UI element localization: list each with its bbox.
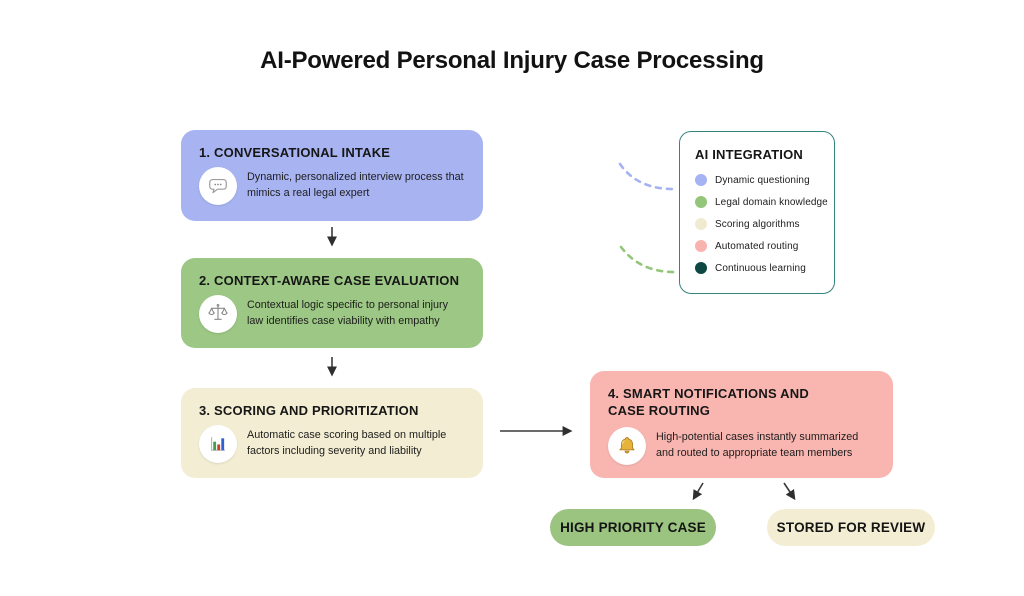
legend-dot-purple (695, 174, 707, 186)
legend-item-legal-domain-knowledge: Legal domain knowledge (695, 196, 828, 208)
arrow-step4-to-stored-review (783, 482, 796, 501)
page-title: AI-Powered Personal Injury Case Processi… (260, 47, 764, 74)
legend-label: Legal domain knowledge (715, 196, 828, 208)
step-4-heading: 4. SMART NOTIFICATIONS AND CASE ROUTING (608, 386, 809, 418)
legend-label: Dynamic questioning (715, 174, 810, 186)
step-2-description: Contextual logic specific to personal in… (247, 299, 449, 327)
bar-chart-icon (199, 425, 237, 463)
scales-icon (199, 295, 237, 333)
speech-bubble-icon (199, 167, 237, 205)
legend-dot-pink (695, 240, 707, 252)
legend-dot-green (695, 196, 707, 208)
legend-label: Scoring algorithms (715, 218, 800, 230)
step-1-heading: 1. CONVERSATIONAL INTAKE (199, 145, 391, 160)
dashed-connector-purple (618, 162, 678, 191)
step-3-heading: 3. SCORING AND PRIORITIZATION (199, 403, 419, 418)
legend-label: Automated routing (715, 240, 799, 252)
legend-label: Continuous learning (715, 262, 806, 274)
step-card-case-evaluation: 2. CONTEXT-AWARE CASE EVALUATION Context… (181, 258, 483, 348)
legend-item-scoring-algorithms: Scoring algorithms (695, 218, 822, 230)
step-card-conversational-intake: 1. CONVERSATIONAL INTAKE Dynamic, person… (181, 130, 483, 221)
step-4-description: High-potential cases instantly summarize… (656, 431, 859, 459)
legend-item-dynamic-questioning: Dynamic questioning (695, 174, 822, 186)
step-3-description: Automatic case scoring based on multiple… (247, 429, 447, 457)
legend-item-automated-routing: Automated routing (695, 240, 822, 252)
legend-item-continuous-learning: Continuous learning (695, 262, 822, 274)
legend-dot-cream (695, 218, 707, 230)
legend-dot-teal (695, 262, 707, 274)
outcome-high-priority-case: HIGH PRIORITY CASE (550, 509, 716, 546)
step-1-description: Dynamic, personalized interview process … (247, 171, 464, 199)
legend-title: AI INTEGRATION (695, 147, 803, 162)
dashed-connector-green (619, 245, 676, 274)
arrow-step4-to-high-priority (692, 482, 704, 501)
step-2-heading: 2. CONTEXT-AWARE CASE EVALUATION (199, 273, 460, 288)
ai-integration-legend: AI INTEGRATION Dynamic questioning Legal… (679, 131, 835, 294)
outcome-stored-for-review: STORED FOR REVIEW (767, 509, 935, 546)
step-card-scoring-prioritization: 3. SCORING AND PRIORITIZATION Automatic … (181, 388, 483, 478)
step-card-notifications-routing: 4. SMART NOTIFICATIONS AND CASE ROUTING … (590, 371, 893, 478)
legend-items: Dynamic questioning Legal domain knowled… (695, 174, 828, 274)
bell-icon (608, 426, 646, 465)
